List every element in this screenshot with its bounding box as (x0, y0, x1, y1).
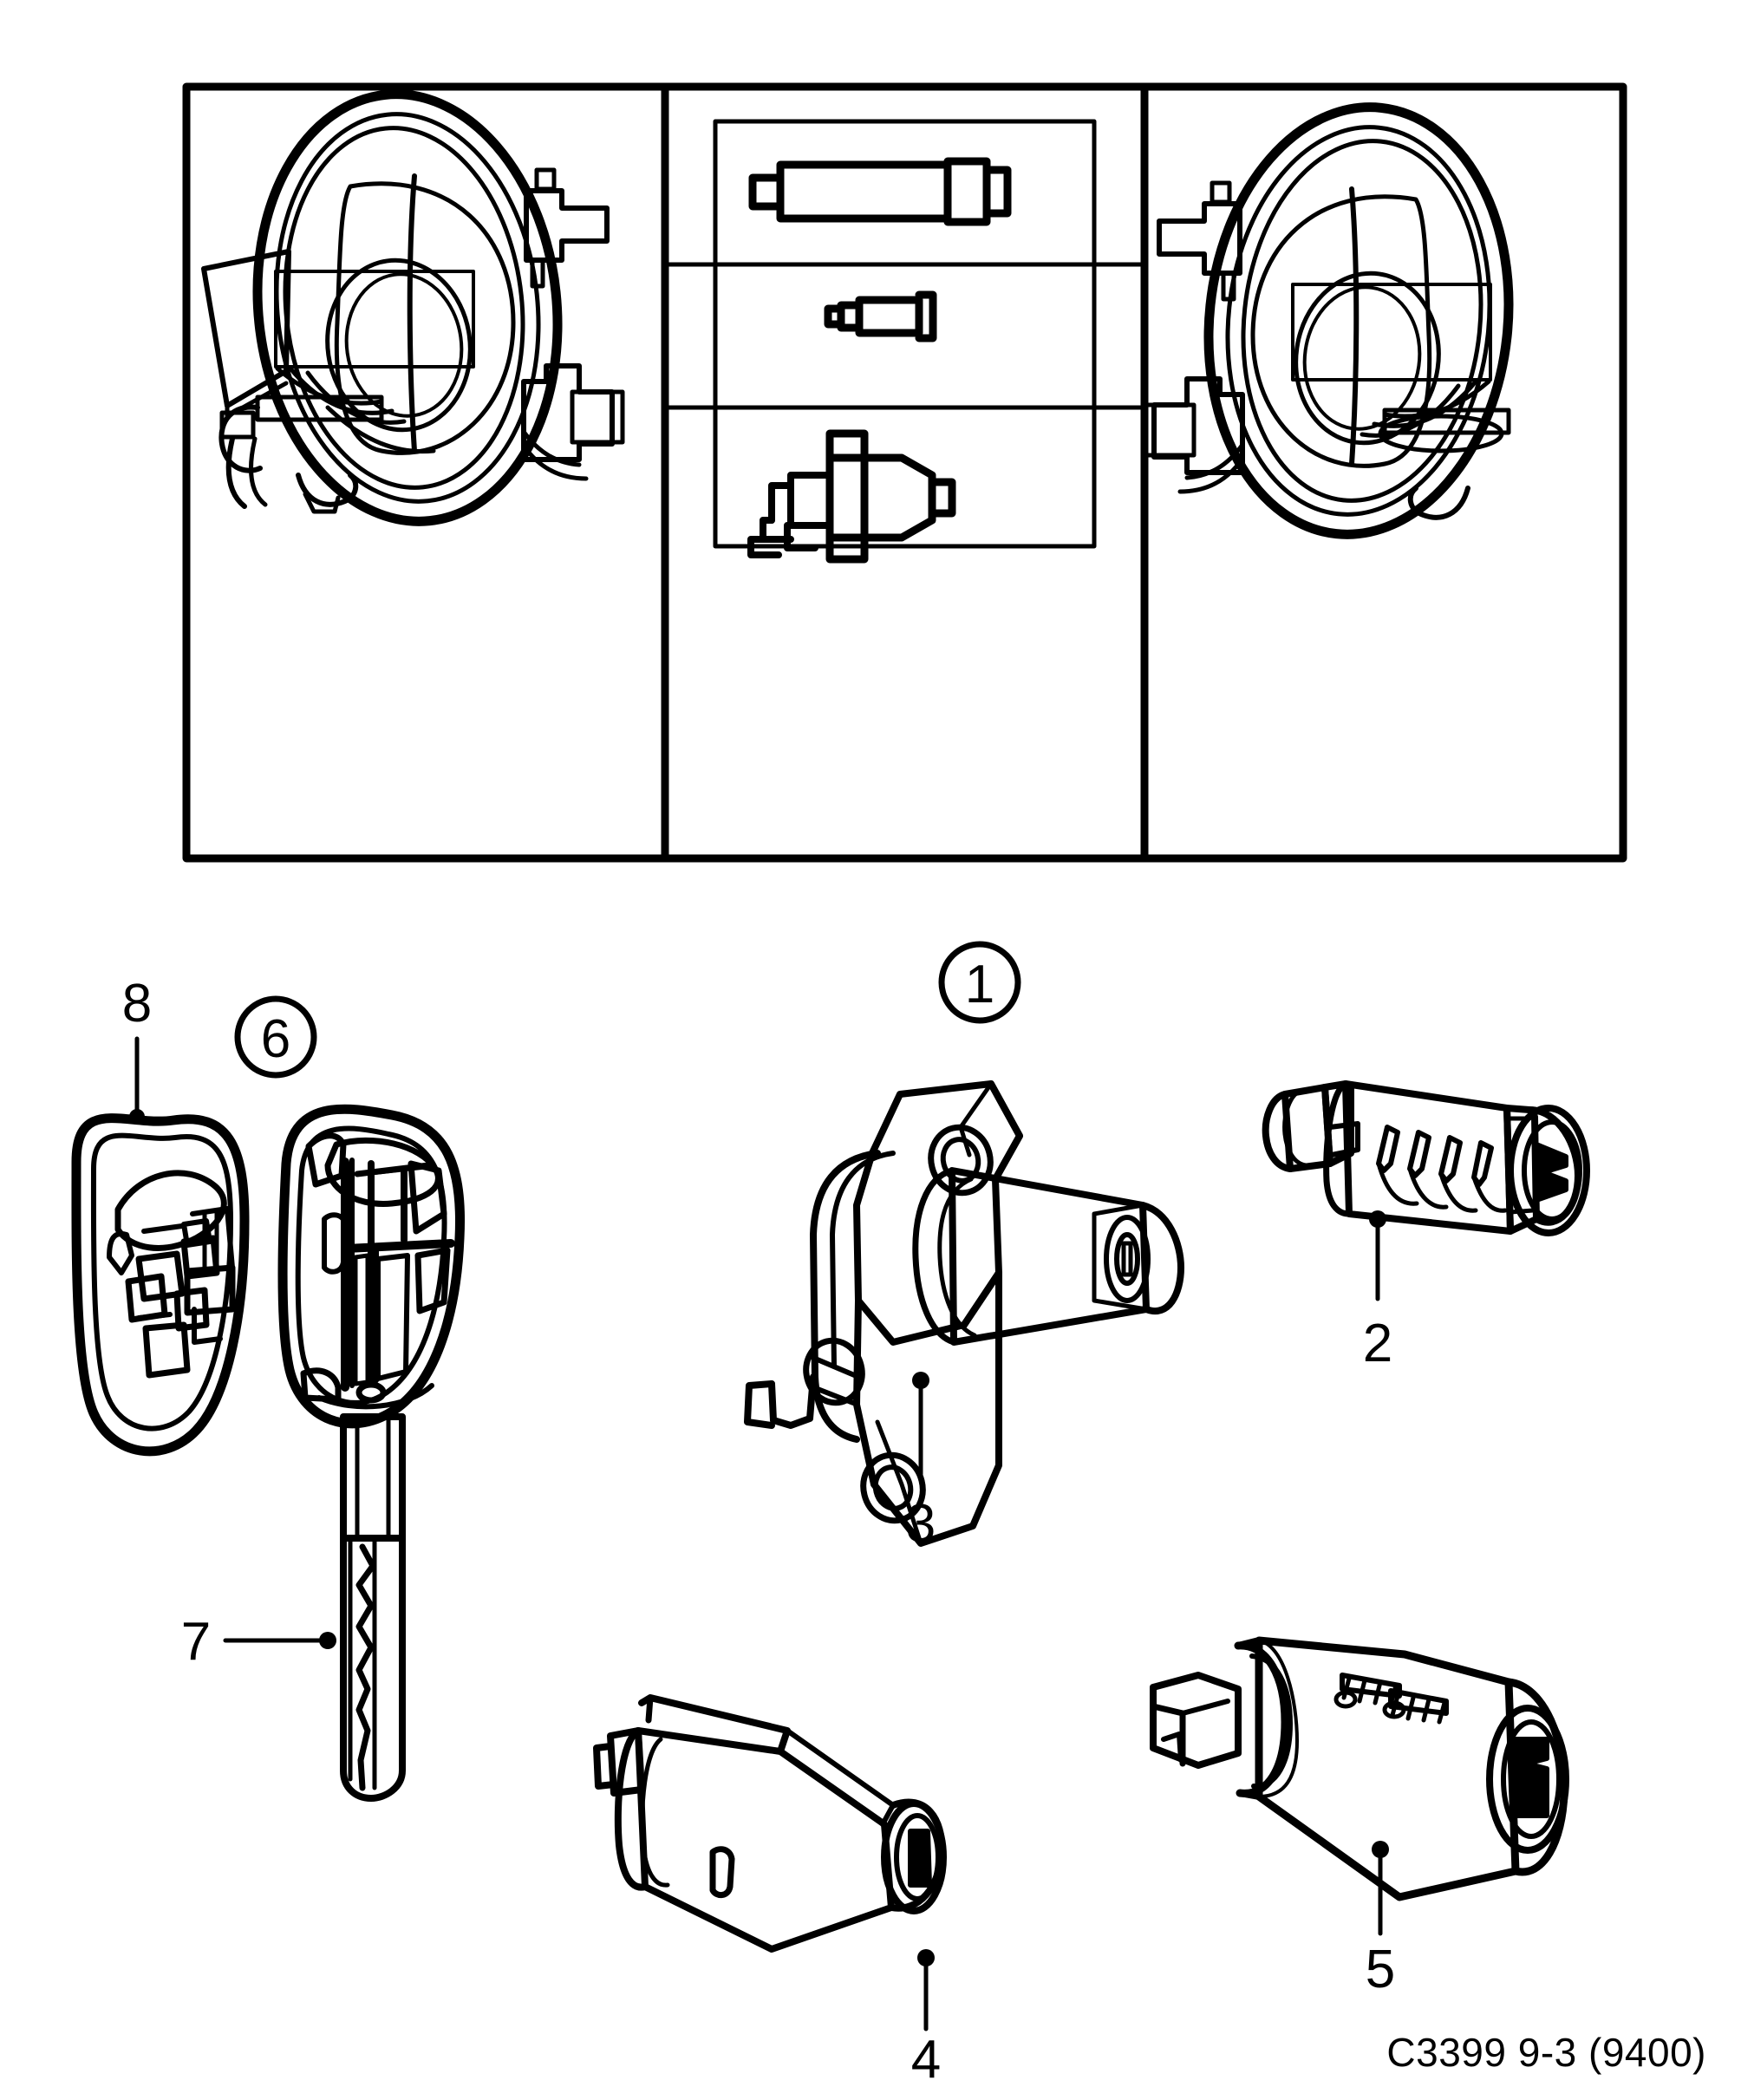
callout-4-label: 4 (911, 2030, 941, 2090)
left-panel-door-handle (201, 89, 625, 526)
callout-5-leader (1372, 1841, 1389, 1936)
lock-cylinder-tanged (1150, 1636, 1569, 1901)
callout-6-label: 6 (261, 1009, 290, 1069)
subview-lock-plug (824, 290, 937, 342)
callout-8-label: 8 (122, 974, 152, 1034)
ignition-lock-housing (744, 1080, 1184, 1547)
center-panel-detail-views (662, 119, 1147, 564)
lock-cylinder-ribbed (1262, 1080, 1590, 1236)
lock-barrel-plain (593, 1694, 947, 1953)
diagram-caption: C3399 9-3 (9400) (1386, 2030, 1706, 2075)
callout-6-marker (234, 995, 317, 1079)
callout-2-leader (1369, 1210, 1386, 1301)
callout-7-label: 7 (181, 1612, 211, 1672)
subview-lock-housing (747, 429, 956, 564)
right-panel-door-handle (1141, 102, 1514, 539)
callout-3-leader (912, 1372, 929, 1477)
callout-2-label: 2 (1363, 1314, 1392, 1373)
callout-1-label: 1 (965, 955, 994, 1014)
callout-7-leader (223, 1632, 336, 1649)
key-fob-cover-half (71, 1113, 250, 1457)
callout-5-label: 5 (1366, 1940, 1395, 1999)
subview-lock-barrel (748, 157, 1012, 226)
callout-4-leader (917, 1949, 935, 2032)
key-fob-with-blade (277, 1104, 465, 1802)
callout-3-label: 3 (906, 1494, 936, 1554)
three-panel-frame (182, 82, 1627, 863)
callout-1-marker (938, 941, 1021, 1024)
